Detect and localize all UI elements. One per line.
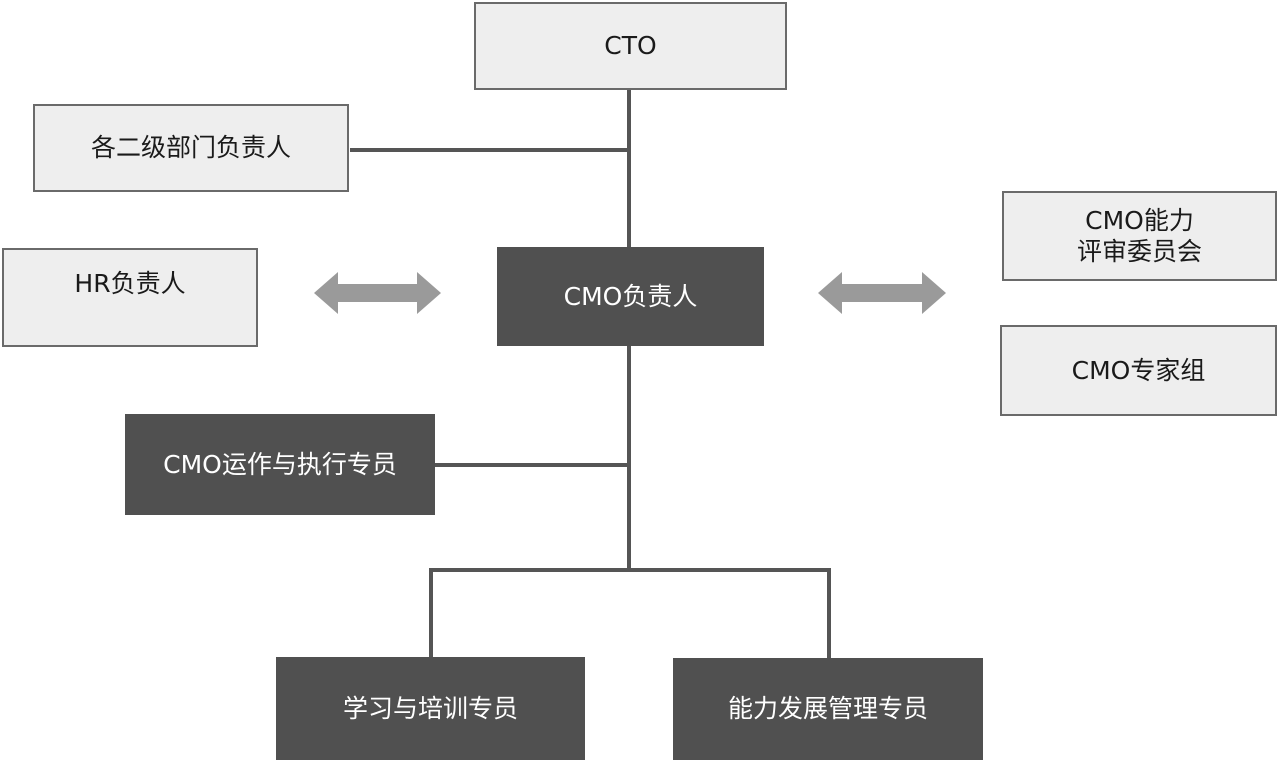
node-hr-head-label: HR负责人 [74,269,186,298]
node-cto-label: CTO [604,31,657,61]
node-learning-training-label: 学习与培训专员 [342,693,518,723]
node-capability-dev-label: 能力发展管理专员 [727,694,928,724]
double-arrow-icon-right [818,272,946,314]
node-cmo-ops: CMO运作与执行专员 [125,414,435,515]
double-arrow-icon-left [314,272,441,314]
node-dept-heads-label: 各二级部门负责人 [90,133,291,163]
node-cmo-ops-label: CMO运作与执行专员 [163,449,397,479]
node-capability-dev: 能力发展管理专员 [673,658,983,760]
node-cmo-expert-group-label: CMO专家组 [1071,355,1206,385]
node-cto: CTO [474,2,787,90]
node-dept-heads: 各二级部门负责人 [33,104,349,192]
node-hr-head: HR负责人 [2,248,258,347]
node-cmo-committee: CMO能力 评审委员会 [1002,191,1277,281]
node-cmo-head: CMO负责人 [497,247,764,346]
node-learning-training: 学习与培训专员 [276,657,585,760]
node-cmo-head-label: CMO负责人 [563,281,698,311]
node-cmo-expert-group: CMO专家组 [1000,325,1277,416]
node-cmo-committee-label: CMO能力 评审委员会 [1076,205,1202,266]
